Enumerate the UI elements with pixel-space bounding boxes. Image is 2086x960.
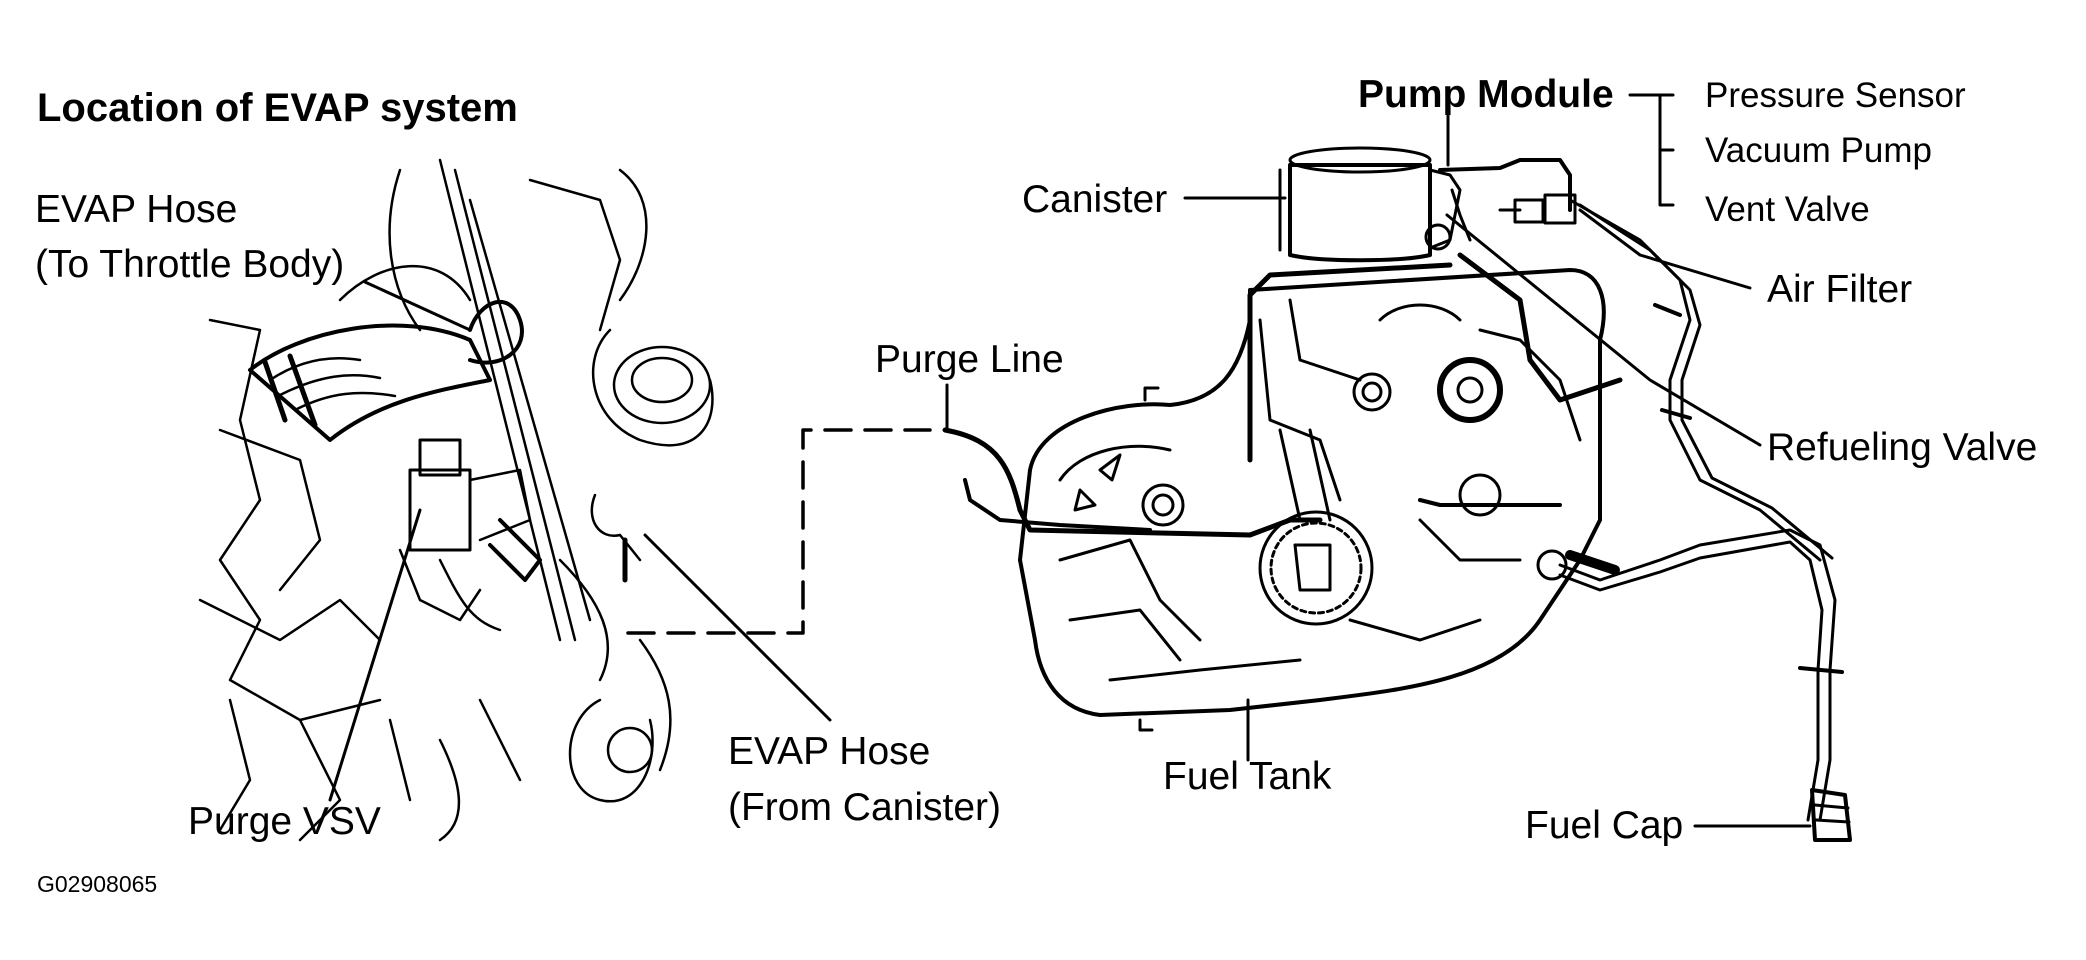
purge-line-dashed bbox=[626, 428, 932, 635]
figure-code: G02908065 bbox=[37, 871, 158, 897]
label-purge-vsv: Purge VSV bbox=[188, 800, 381, 843]
label-canister: Canister bbox=[1022, 178, 1168, 221]
label-vent-valve: Vent Valve bbox=[1705, 190, 1870, 229]
diagram-title: Location of EVAP system bbox=[37, 86, 518, 130]
label-air-filter: Air Filter bbox=[1767, 268, 1913, 311]
leader-lines bbox=[328, 93, 1812, 828]
label-evap-hose-canister-sub: (From Canister) bbox=[728, 786, 1002, 829]
label-evap-hose-canister: EVAP Hose bbox=[728, 730, 931, 773]
label-fuel-cap: Fuel Cap bbox=[1525, 804, 1684, 847]
label-evap-hose-throttle: EVAP Hose bbox=[35, 188, 238, 231]
label-purge-line: Purge Line bbox=[875, 338, 1064, 381]
canister-illustration bbox=[1278, 146, 1577, 263]
fuel-tank-illustration bbox=[942, 198, 1852, 842]
label-fuel-tank: Fuel Tank bbox=[1163, 755, 1332, 798]
label-pump-module: Pump Module bbox=[1358, 73, 1614, 116]
label-vacuum-pump: Vacuum Pump bbox=[1705, 131, 1932, 170]
engine-bay-illustration bbox=[198, 158, 714, 842]
label-evap-hose-throttle-sub: (To Throttle Body) bbox=[35, 243, 345, 286]
label-refueling-valve: Refueling Valve bbox=[1767, 426, 2038, 469]
label-pressure-sensor: Pressure Sensor bbox=[1705, 76, 1966, 115]
